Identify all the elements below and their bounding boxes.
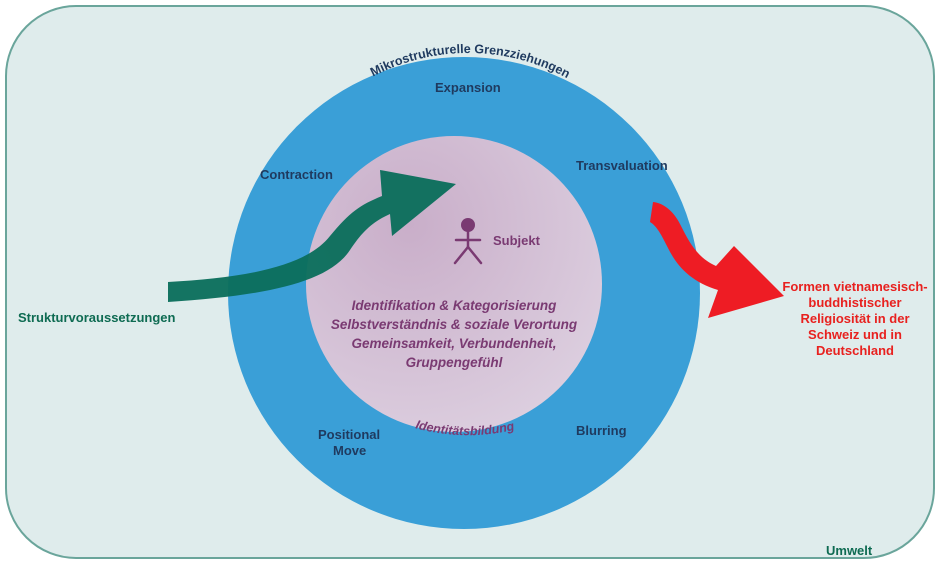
inner-line-2: Selbstverständnis & soziale Verortung <box>330 317 578 332</box>
inner-line-3: Gemeinsamkeit, Verbundenheit, <box>351 336 557 351</box>
ring-label-transvaluation: Transvaluation <box>576 158 668 173</box>
ring-label-contraction: Contraction <box>260 167 333 182</box>
output-line-5: Deutschland <box>815 343 894 358</box>
subject-label: Subjekt <box>493 233 540 248</box>
input-arrow <box>168 170 456 302</box>
ring-label-blurring: Blurring <box>576 423 627 438</box>
ring-label-move: Move <box>333 443 367 458</box>
output-line-1: Formen vietnamesisch- <box>782 279 928 294</box>
ring-label-expansion: Expansion <box>435 80 501 95</box>
output-label: Formen vietnamesisch- buddhistischer Rel… <box>774 279 936 359</box>
subject-icon <box>453 218 483 265</box>
output-line-2: buddhistischer <box>808 295 902 310</box>
ring-label-positional: Positional <box>318 427 381 442</box>
inner-line-1: Identifikation & Kategorisierung <box>351 298 557 313</box>
output-line-4: Schweiz und in <box>808 327 902 342</box>
output-arrow <box>650 202 784 318</box>
identity-circle <box>306 136 602 432</box>
input-label: Strukturvoraussetzungen <box>18 310 176 325</box>
output-line-3: Religiosität in der <box>800 311 910 326</box>
inner-line-4: Gruppengefühl <box>405 355 503 370</box>
environment-label: Umwelt <box>826 543 873 558</box>
identity-text-block: Identifikation & Kategorisierung Selbstv… <box>304 296 604 372</box>
